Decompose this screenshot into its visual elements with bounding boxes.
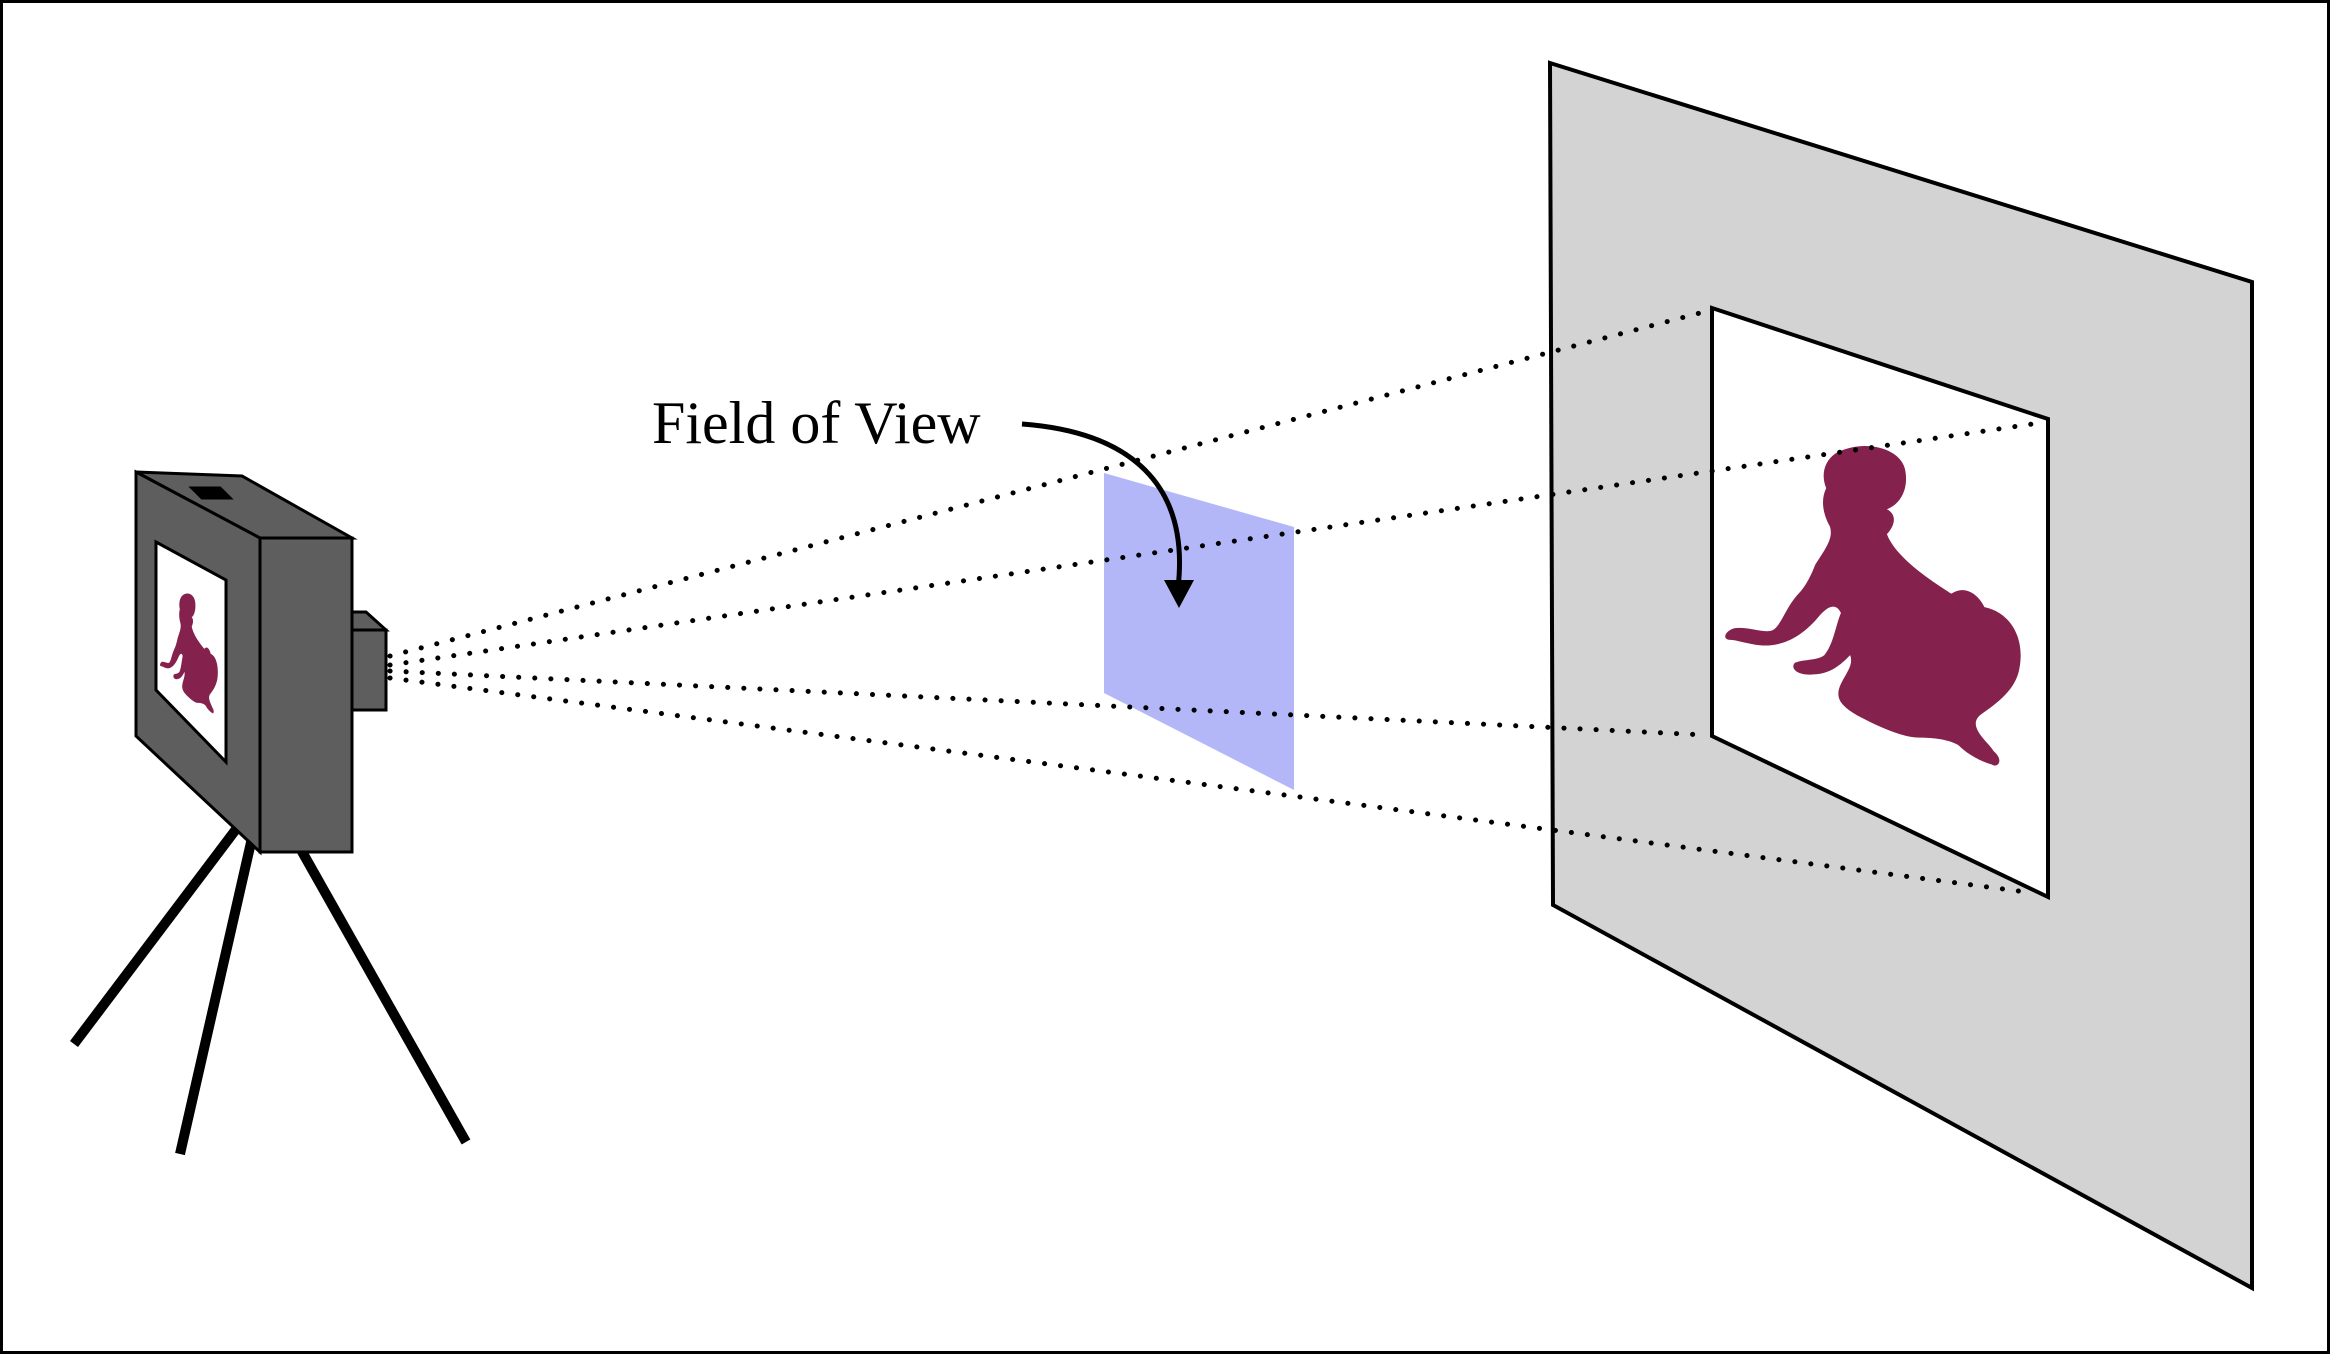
tripod-leg-left <box>70 820 244 1048</box>
tripod-icon <box>70 820 471 1156</box>
field-of-view-label: Field of View <box>652 390 981 456</box>
tripod-leg-middle <box>175 836 257 1156</box>
camera-lens <box>350 628 388 712</box>
ray-bottom-left <box>387 668 1709 738</box>
arrow-head-icon <box>1164 580 1194 608</box>
field-of-view-plane <box>1104 473 1294 790</box>
label-arrow <box>1021 421 1182 589</box>
ray-bottom-right <box>387 675 2029 895</box>
camera-side-face <box>258 536 354 854</box>
camera-viewfinder-slot <box>188 486 234 500</box>
camera-lens-top <box>350 610 390 632</box>
ray-top-left <box>387 310 1703 659</box>
tripod-leg-right <box>295 845 471 1145</box>
projection-rays <box>387 310 2049 895</box>
ray-top-right <box>387 419 2049 668</box>
